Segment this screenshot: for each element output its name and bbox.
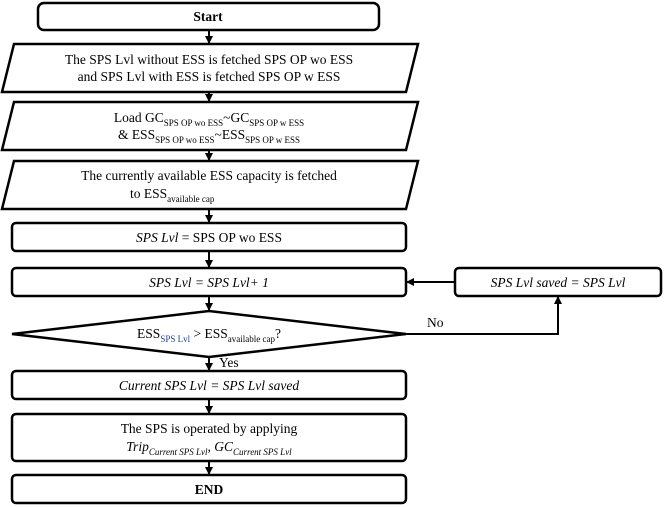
arrow-decision-no-to-save bbox=[406, 296, 562, 335]
increment-text: SPS Lvl = SPS Lvl+ 1 bbox=[149, 275, 269, 290]
start-label: Start bbox=[193, 9, 223, 24]
end-label: END bbox=[195, 482, 224, 497]
save-level-text: SPS Lvl saved = SPS Lvl bbox=[491, 275, 626, 290]
fetch-capacity-node: The currently available ESS capacity is … bbox=[0, 159, 420, 211]
current-level-node: Current SPS Lvl = SPS Lvl saved bbox=[10, 369, 408, 401]
fetch-sps-line1: The SPS Lvl without ESS is fetched SPS O… bbox=[65, 52, 353, 67]
decision-node: ESSSPS Lvl > ESSavailable cap? bbox=[11, 309, 407, 359]
init-level-text: SPS Lvl = SPS OP wo ESS bbox=[136, 230, 282, 245]
operate-line1: The SPS is operated by applying bbox=[121, 421, 298, 436]
increment-node: SPS Lvl = SPS Lvl+ 1 bbox=[10, 266, 408, 298]
start-node: Start bbox=[36, 1, 381, 32]
fetch-capacity-line2: to ESSavailable cap bbox=[130, 186, 215, 204]
fetch-sps-node: The SPS Lvl without ESS is fetched SPS O… bbox=[0, 42, 420, 94]
connectors bbox=[205, 30, 562, 475]
operate-node: The SPS is operated by applying TripCurr… bbox=[10, 412, 408, 463]
fetch-sps-line2: and SPS Lvl with ESS is fetched SPS OP w… bbox=[78, 69, 341, 84]
operate-line2: TripCurrent SPS Lvl, GCCurrent SPS Lvl bbox=[126, 439, 292, 457]
init-level-node: SPS Lvl = SPS OP wo ESS bbox=[10, 221, 408, 253]
decision-yes-label: Yes bbox=[219, 355, 239, 370]
load-gc-line1: Load GCSPS OP wo ESS~GCSPS OP w ESS bbox=[114, 110, 304, 128]
current-level-text: Current SPS Lvl = SPS Lvl saved bbox=[119, 378, 300, 393]
end-node: END bbox=[10, 473, 408, 505]
decision-text: ESSSPS Lvl > ESSavailable cap? bbox=[137, 326, 281, 344]
load-gc-line2: & ESSSPS OP wo ESS~ESSSPS OP w ESS bbox=[118, 127, 300, 145]
decision-no-label: No bbox=[427, 315, 444, 330]
fetch-capacity-line1: The currently available ESS capacity is … bbox=[81, 168, 337, 183]
save-level-node: SPS Lvl saved = SPS Lvl bbox=[453, 266, 663, 298]
load-gc-node: Load GCSPS OP wo ESS~GCSPS OP w ESS & ES… bbox=[0, 100, 420, 152]
